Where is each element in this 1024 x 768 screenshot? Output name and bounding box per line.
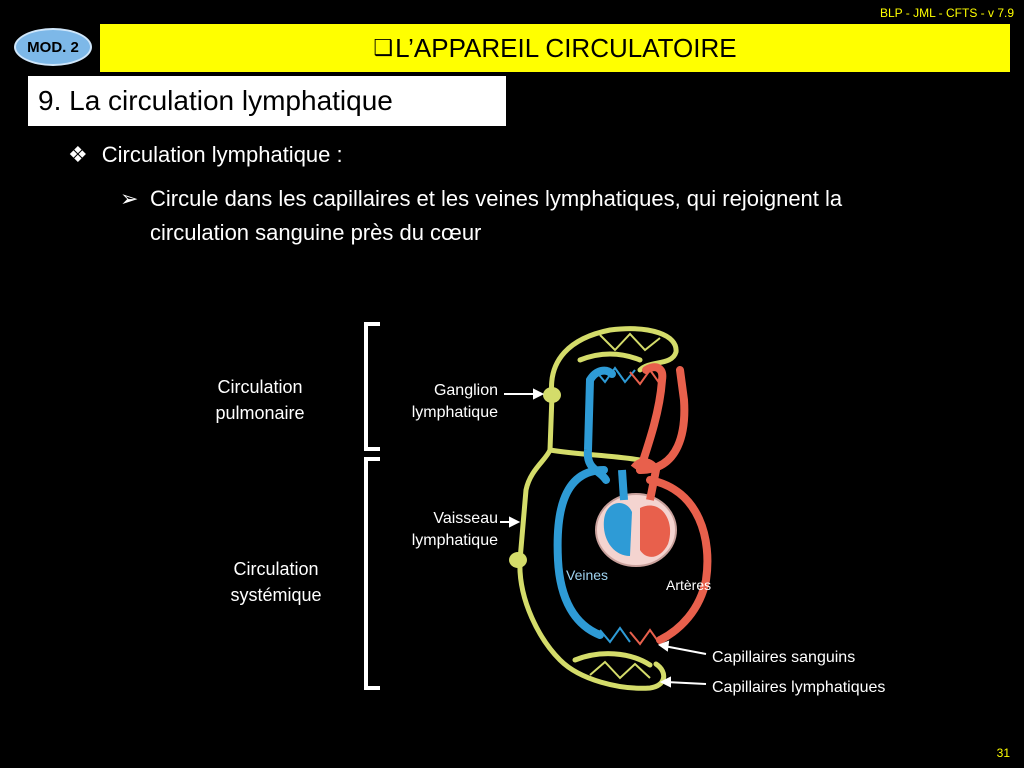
- lymph-node-lower: [509, 552, 527, 568]
- vein-paths: [553, 366, 616, 639]
- bullet-level1-text: Circulation lymphatique :: [101, 142, 343, 167]
- lymph-node-label: Ganglion lymphatique: [386, 380, 498, 424]
- page-number: 31: [996, 746, 1010, 760]
- module-badge: MOD. 2: [14, 28, 92, 66]
- page-title: L’APPAREIL CIRCULATOIRE: [395, 32, 737, 63]
- checkbox-icon: ❑: [373, 35, 394, 60]
- bullet-level2: ➢ Circule dans les capillaires et les ve…: [120, 182, 920, 250]
- header-bar: ❑ L’APPAREIL CIRCULATOIRE: [100, 24, 1010, 72]
- blood-capillaries-label: Capillaires sanguins: [712, 649, 856, 666]
- blood-capillary-bottom: [599, 626, 661, 646]
- pulmonary-label-line1: Circulation: [217, 377, 303, 397]
- lymph-network: [517, 326, 679, 691]
- systemic-label-line1: Circulation: [233, 559, 319, 579]
- pointer-arrows: [500, 388, 707, 688]
- systemic-bracket: [364, 457, 380, 690]
- bullet-level2-text: Circule dans les capillaires et les vein…: [150, 186, 843, 245]
- bullet-level1: ❖ Circulation lymphatique :: [68, 142, 343, 168]
- systemic-circulation-label: Circulation systémique: [214, 556, 338, 608]
- heart-icon: [595, 458, 677, 567]
- lymph-capillary-mesh: [589, 332, 661, 680]
- lymph-vessel-label: Vaisseau lymphatique: [386, 508, 498, 552]
- version-label: BLP - JML - CFTS - v 7.9: [879, 6, 1014, 20]
- pulmonary-circulation-label: Circulation pulmonaire: [208, 374, 312, 426]
- arteries-label: Artères: [666, 577, 712, 593]
- lymph-node-line1: Ganglion: [433, 382, 498, 399]
- lymph-node-upper: [543, 387, 561, 403]
- section-title: 9. La circulation lymphatique: [28, 76, 506, 126]
- blood-capillary-top: [594, 366, 661, 386]
- lymph-vessel-line2: lymphatique: [411, 532, 498, 549]
- pulmonary-bracket: [364, 322, 380, 451]
- veins-label: Veines: [566, 567, 609, 583]
- systemic-label-line2: systémique: [230, 585, 322, 605]
- pulmonary-label-line2: pulmonaire: [215, 403, 305, 423]
- lymph-capillaries-label: Capillaires lymphatiques: [712, 679, 886, 696]
- lymph-node-line2: lymphatique: [411, 404, 498, 421]
- diamond-bullet-icon: ❖: [68, 142, 88, 167]
- arrow-bullet-icon: ➢: [120, 186, 139, 211]
- lymph-vessel-line1: Vaisseau: [433, 510, 498, 527]
